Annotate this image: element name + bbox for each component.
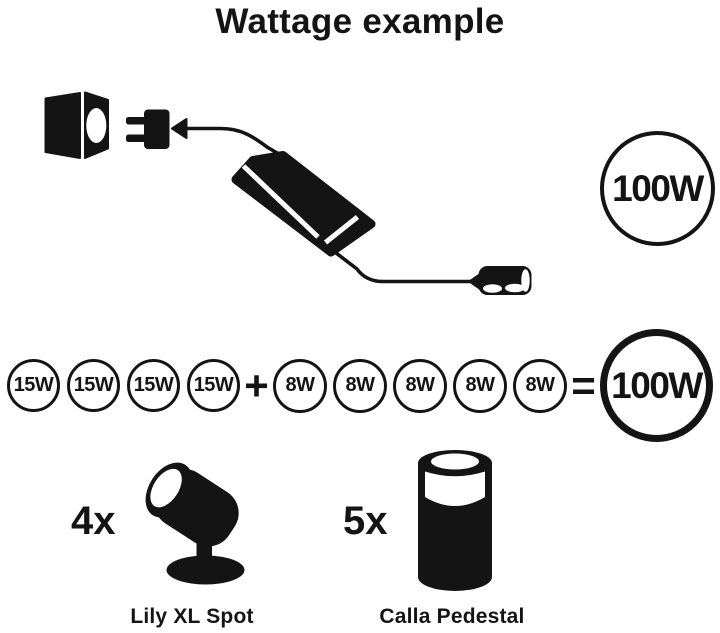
pedestal-wattage-circle: 8W bbox=[333, 358, 387, 413]
spotlight-icon bbox=[145, 462, 245, 585]
wall-socket-icon bbox=[44, 91, 109, 159]
pedestal-wattage-circle: 8W bbox=[513, 358, 567, 413]
spot-wattage-label: 15W bbox=[73, 374, 114, 396]
pedestal-wattage-label: 8W bbox=[465, 374, 496, 396]
pedestal-icon bbox=[418, 450, 492, 591]
pedestal-wattage-label: 8W bbox=[285, 374, 316, 396]
pedestal-opening bbox=[431, 453, 479, 470]
product-quantity: 4x bbox=[71, 499, 116, 543]
pedestal-light-band bbox=[425, 471, 485, 506]
low-voltage-connector-icon bbox=[468, 266, 532, 295]
adapter-seam-left bbox=[241, 164, 320, 239]
spot-wattage-circle: 15W bbox=[187, 359, 240, 412]
product-name: Lily XL Spot bbox=[130, 605, 254, 628]
spot-wattage-label: 15W bbox=[193, 374, 234, 396]
power-supply-illustration bbox=[44, 91, 532, 295]
power-plug-icon bbox=[126, 109, 188, 149]
product-name: Calla Pedestal bbox=[379, 605, 525, 628]
total-wattage-label: 100W bbox=[611, 364, 703, 406]
spot-wattage-label: 15W bbox=[133, 374, 174, 396]
spotlight-lens bbox=[150, 468, 182, 508]
plug-cable bbox=[186, 126, 284, 159]
pedestal-wattage-circle: 8W bbox=[453, 358, 507, 413]
spot-wattage-circle: 15W bbox=[127, 359, 180, 412]
pedestal-wattage-circle: 8W bbox=[273, 358, 327, 413]
pedestal-body bbox=[418, 450, 492, 591]
spot-wattage-circle: 15W bbox=[67, 359, 120, 412]
product-quantity: 5x bbox=[343, 499, 388, 543]
wattage-equation: 15W 15W 15W 15W + 8W 8W 8W 8W 8W = 100W bbox=[0, 329, 720, 442]
adapter-seam-right bbox=[323, 215, 360, 245]
page-title: Wattage example bbox=[215, 2, 505, 41]
plus-sign: + bbox=[244, 361, 269, 409]
pedestal-wattage-label: 8W bbox=[345, 374, 376, 396]
spotlight-head bbox=[145, 462, 239, 547]
spot-wattage-circle: 15W bbox=[7, 359, 60, 412]
pedestal-wattage-label: 8W bbox=[525, 374, 556, 396]
adapter-cable bbox=[325, 244, 471, 284]
power-adapter-icon bbox=[231, 151, 376, 257]
pedestal-wattage-label: 8W bbox=[405, 374, 436, 396]
psu-capacity-badge: 100W bbox=[600, 131, 715, 246]
equals-sign: = bbox=[571, 361, 596, 409]
spotlight-base bbox=[166, 555, 245, 585]
total-wattage-circle: 100W bbox=[600, 329, 713, 442]
pedestal-wattage-circle: 8W bbox=[393, 358, 447, 413]
socket-hole bbox=[86, 108, 107, 143]
spot-wattage-label: 15W bbox=[13, 374, 54, 396]
psu-capacity-label: 100W bbox=[612, 167, 704, 209]
